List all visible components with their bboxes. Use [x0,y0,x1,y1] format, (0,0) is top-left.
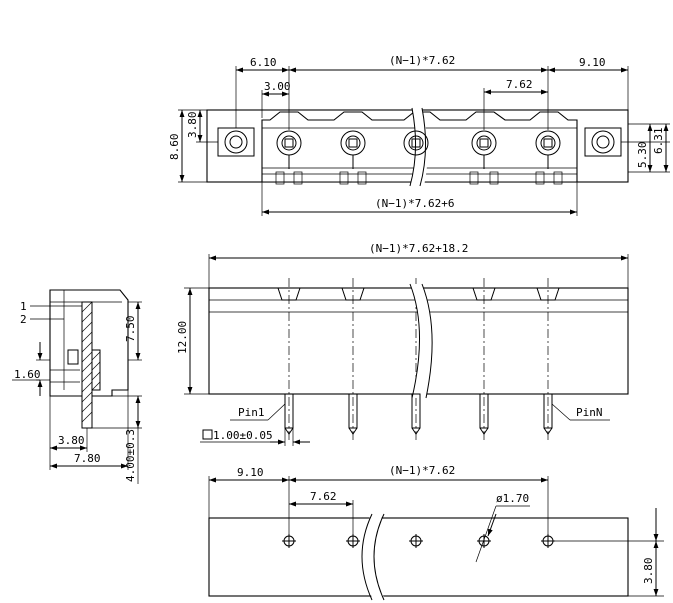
side-dim-7-50: 7.50 [124,316,137,343]
dim-top-span: (N−1)*7.62 [389,54,455,67]
dim-top-3-00: 3.00 [264,80,291,93]
side-dim-4-00: 4.00±0.3 [124,429,137,482]
top-view: 6.10 (N−1)*7.62 9.10 3.00 7.62 8.60 3.80… [168,54,670,216]
side-dim-7-80: 7.80 [74,452,101,465]
footprint-view: 9.10 (N−1)*7.62 7.62 ø1.70 3.80 [208,464,664,602]
footprint-holes [282,534,555,548]
dim-top-6-31: 6.31 [652,128,665,155]
side-dim-1-60: 1.60 [14,368,41,381]
dim-fp-7-62: 7.62 [310,490,337,503]
dim-top-5-30: 5.30 [636,142,649,169]
label-pin1: Pin1 [238,406,265,419]
dim-top-9-10: 9.10 [579,56,606,69]
dim-fp-9-10: 9.10 [237,466,264,479]
dim-front-total: (N−1)*7.62+18.2 [369,242,468,255]
dim-top-8-60: 8.60 [168,134,181,161]
dim-top-bottom: (N−1)*7.62+6 [375,197,454,210]
dim-fp-hole-dia: ø1.70 [496,492,529,505]
front-pins [284,393,553,435]
dim-top-3-80: 3.80 [186,112,199,139]
side-dim-3-80: 3.80 [58,434,85,447]
top-pins [276,130,561,169]
dim-top-7-62: 7.62 [506,78,533,91]
dim-front-12-00: 12.00 [176,321,189,354]
dim-pin-square: 1.00±0.05 [213,429,273,442]
front-view: (N−1)*7.62+18.2 12.00 Pin1 PinN 1.00±0.0… [176,242,629,446]
dim-fp-span: (N−1)*7.62 [389,464,455,477]
dim-fp-3-80: 3.80 [642,558,655,585]
side-label-2: 2 [20,313,27,326]
side-label-1: 1 [20,300,27,313]
label-pinN: PinN [576,406,603,419]
side-view: 1 2 7.50 1.60 3.80 7.80 4.00±0.3 [12,289,142,484]
dim-top-6-10: 6.10 [250,56,277,69]
